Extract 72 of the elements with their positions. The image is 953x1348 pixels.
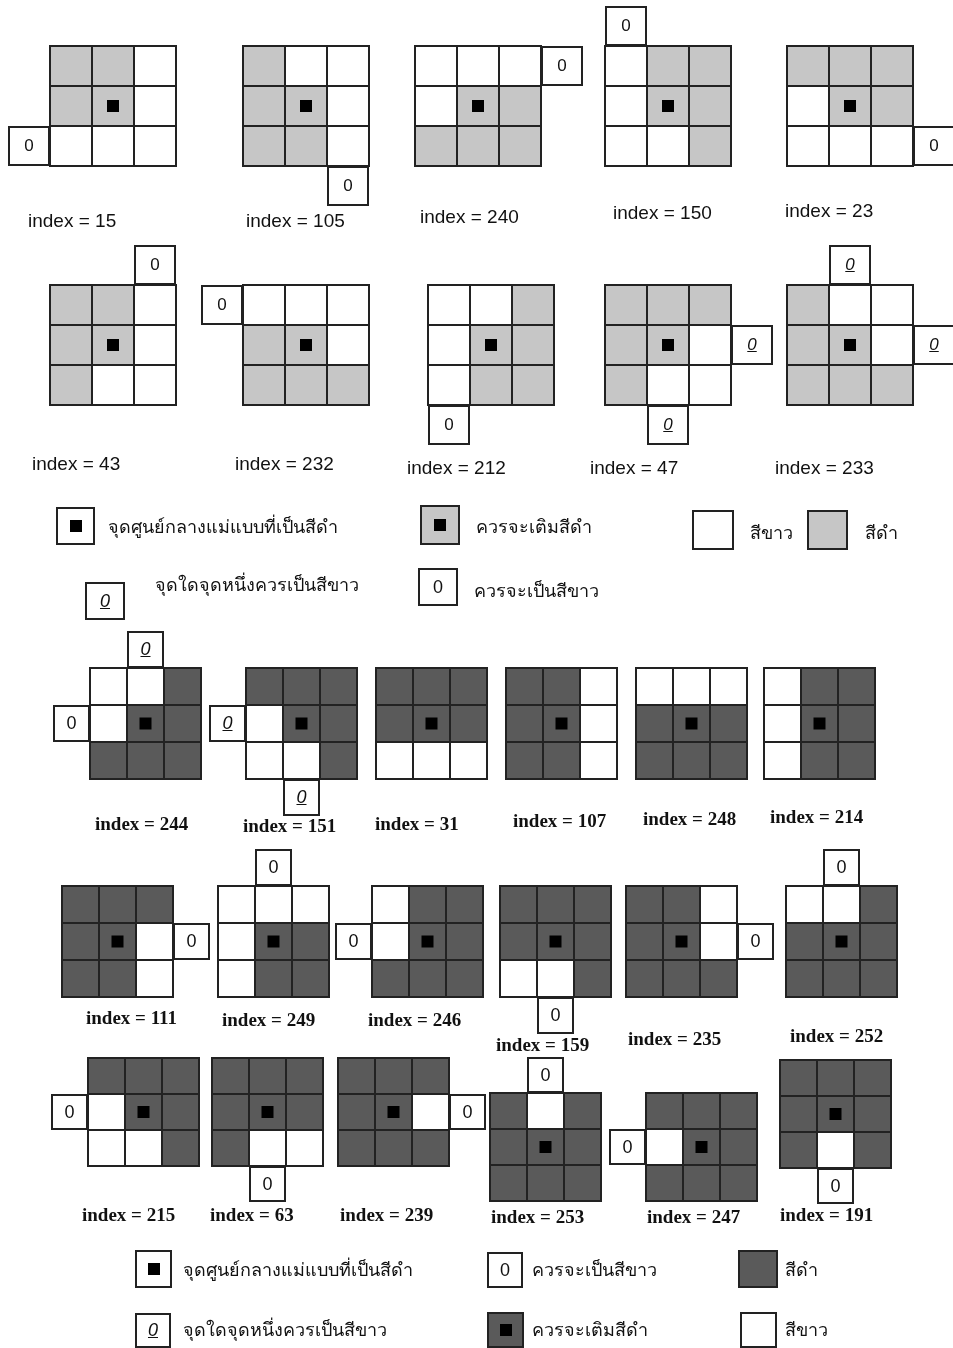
- index-label: index = 150: [613, 202, 712, 224]
- zero-mark: 0: [605, 6, 647, 46]
- index-label: index = 15: [28, 210, 117, 232]
- index-label: index = 253: [491, 1206, 585, 1228]
- zero-mark: 0: [731, 325, 773, 365]
- legend-text: ควรจะเป็นสีขาว: [532, 1258, 657, 1282]
- legend-text: จุดใดจุดหนึ่งควรเป็นสีขาว: [183, 1316, 387, 1343]
- index-label: index = 159: [496, 1034, 590, 1056]
- zero-mark: 0: [428, 405, 470, 445]
- legend-text: สีขาว: [785, 1318, 828, 1342]
- index-label: index = 232: [235, 453, 334, 475]
- zero-mark: 0: [209, 705, 246, 742]
- zero-mark: 0: [913, 325, 953, 365]
- zero-mark: 0: [173, 923, 210, 960]
- index-label: index = 248: [643, 808, 737, 830]
- zero-mark: 0: [418, 568, 458, 606]
- index-label: index = 239: [340, 1204, 434, 1226]
- index-label: index = 43: [32, 453, 121, 475]
- legend-text: สีขาว: [750, 521, 793, 545]
- index-label: index = 47: [590, 457, 679, 479]
- zero-mark: 0: [8, 126, 50, 166]
- index-label: index = 240: [420, 206, 519, 228]
- legend-text: ควรจะเป็นสีขาว: [474, 579, 599, 603]
- index-label: index = 252: [790, 1025, 884, 1047]
- zero-mark: 0: [609, 1129, 646, 1165]
- legend-text: ควรจะเติมสีดำ: [476, 515, 592, 539]
- index-label: index = 246: [368, 1009, 462, 1031]
- zero-mark: 0: [255, 849, 292, 886]
- index-label: index = 212: [407, 457, 506, 479]
- index-label: index = 107: [513, 810, 607, 832]
- index-label: index = 23: [785, 200, 874, 222]
- zero-mark: 0: [647, 405, 689, 445]
- zero-mark: 0: [85, 582, 125, 620]
- index-label: index = 235: [628, 1028, 722, 1050]
- legend-text: ควรจะเติมสีดำ: [532, 1318, 648, 1342]
- legend-text: สีดำ: [785, 1258, 818, 1282]
- index-label: index = 233: [775, 457, 874, 479]
- zero-mark: 0: [829, 245, 871, 285]
- index-label: index = 63: [210, 1204, 294, 1226]
- index-label: index = 247: [647, 1206, 741, 1228]
- zero-mark: 0: [127, 631, 164, 668]
- zero-mark: 0: [527, 1057, 564, 1093]
- zero-mark: 0: [449, 1094, 486, 1130]
- zero-mark: 0: [135, 1313, 171, 1348]
- index-label: index = 244: [95, 813, 189, 835]
- zero-mark: 0: [283, 779, 320, 816]
- zero-mark: 0: [53, 705, 90, 742]
- zero-mark: 0: [823, 849, 860, 886]
- index-label: index = 151: [243, 815, 337, 837]
- legend-text: จุดใดจุดหนึ่งควรเป็นสีขาว: [155, 571, 359, 598]
- index-label: index = 215: [82, 1204, 176, 1226]
- index-label: index = 31: [375, 813, 459, 835]
- zero-mark: 0: [249, 1166, 286, 1202]
- index-label: index = 111: [86, 1007, 178, 1029]
- index-label: index = 105: [246, 210, 345, 232]
- index-label: index = 214: [770, 806, 864, 828]
- legend-text: จุดศูนย์กลางแม่แบบที่เป็นสีดำ: [183, 1256, 413, 1283]
- zero-mark: 0: [51, 1094, 88, 1130]
- zero-mark: 0: [541, 46, 583, 86]
- zero-mark: 0: [537, 997, 574, 1034]
- zero-mark: 0: [335, 923, 372, 960]
- legend-text: จุดศูนย์กลางแม่แบบที่เป็นสีดำ: [108, 513, 338, 540]
- zero-mark: 0: [201, 285, 243, 325]
- zero-mark: 0: [134, 245, 176, 285]
- legend-text: สีดำ: [865, 521, 898, 545]
- zero-mark: 0: [327, 166, 369, 206]
- zero-mark: 0: [487, 1252, 523, 1288]
- zero-mark: 0: [913, 126, 953, 166]
- index-label: index = 191: [780, 1204, 874, 1226]
- zero-mark: 0: [817, 1168, 854, 1204]
- index-label: index = 249: [222, 1009, 316, 1031]
- zero-mark: 0: [737, 923, 774, 960]
